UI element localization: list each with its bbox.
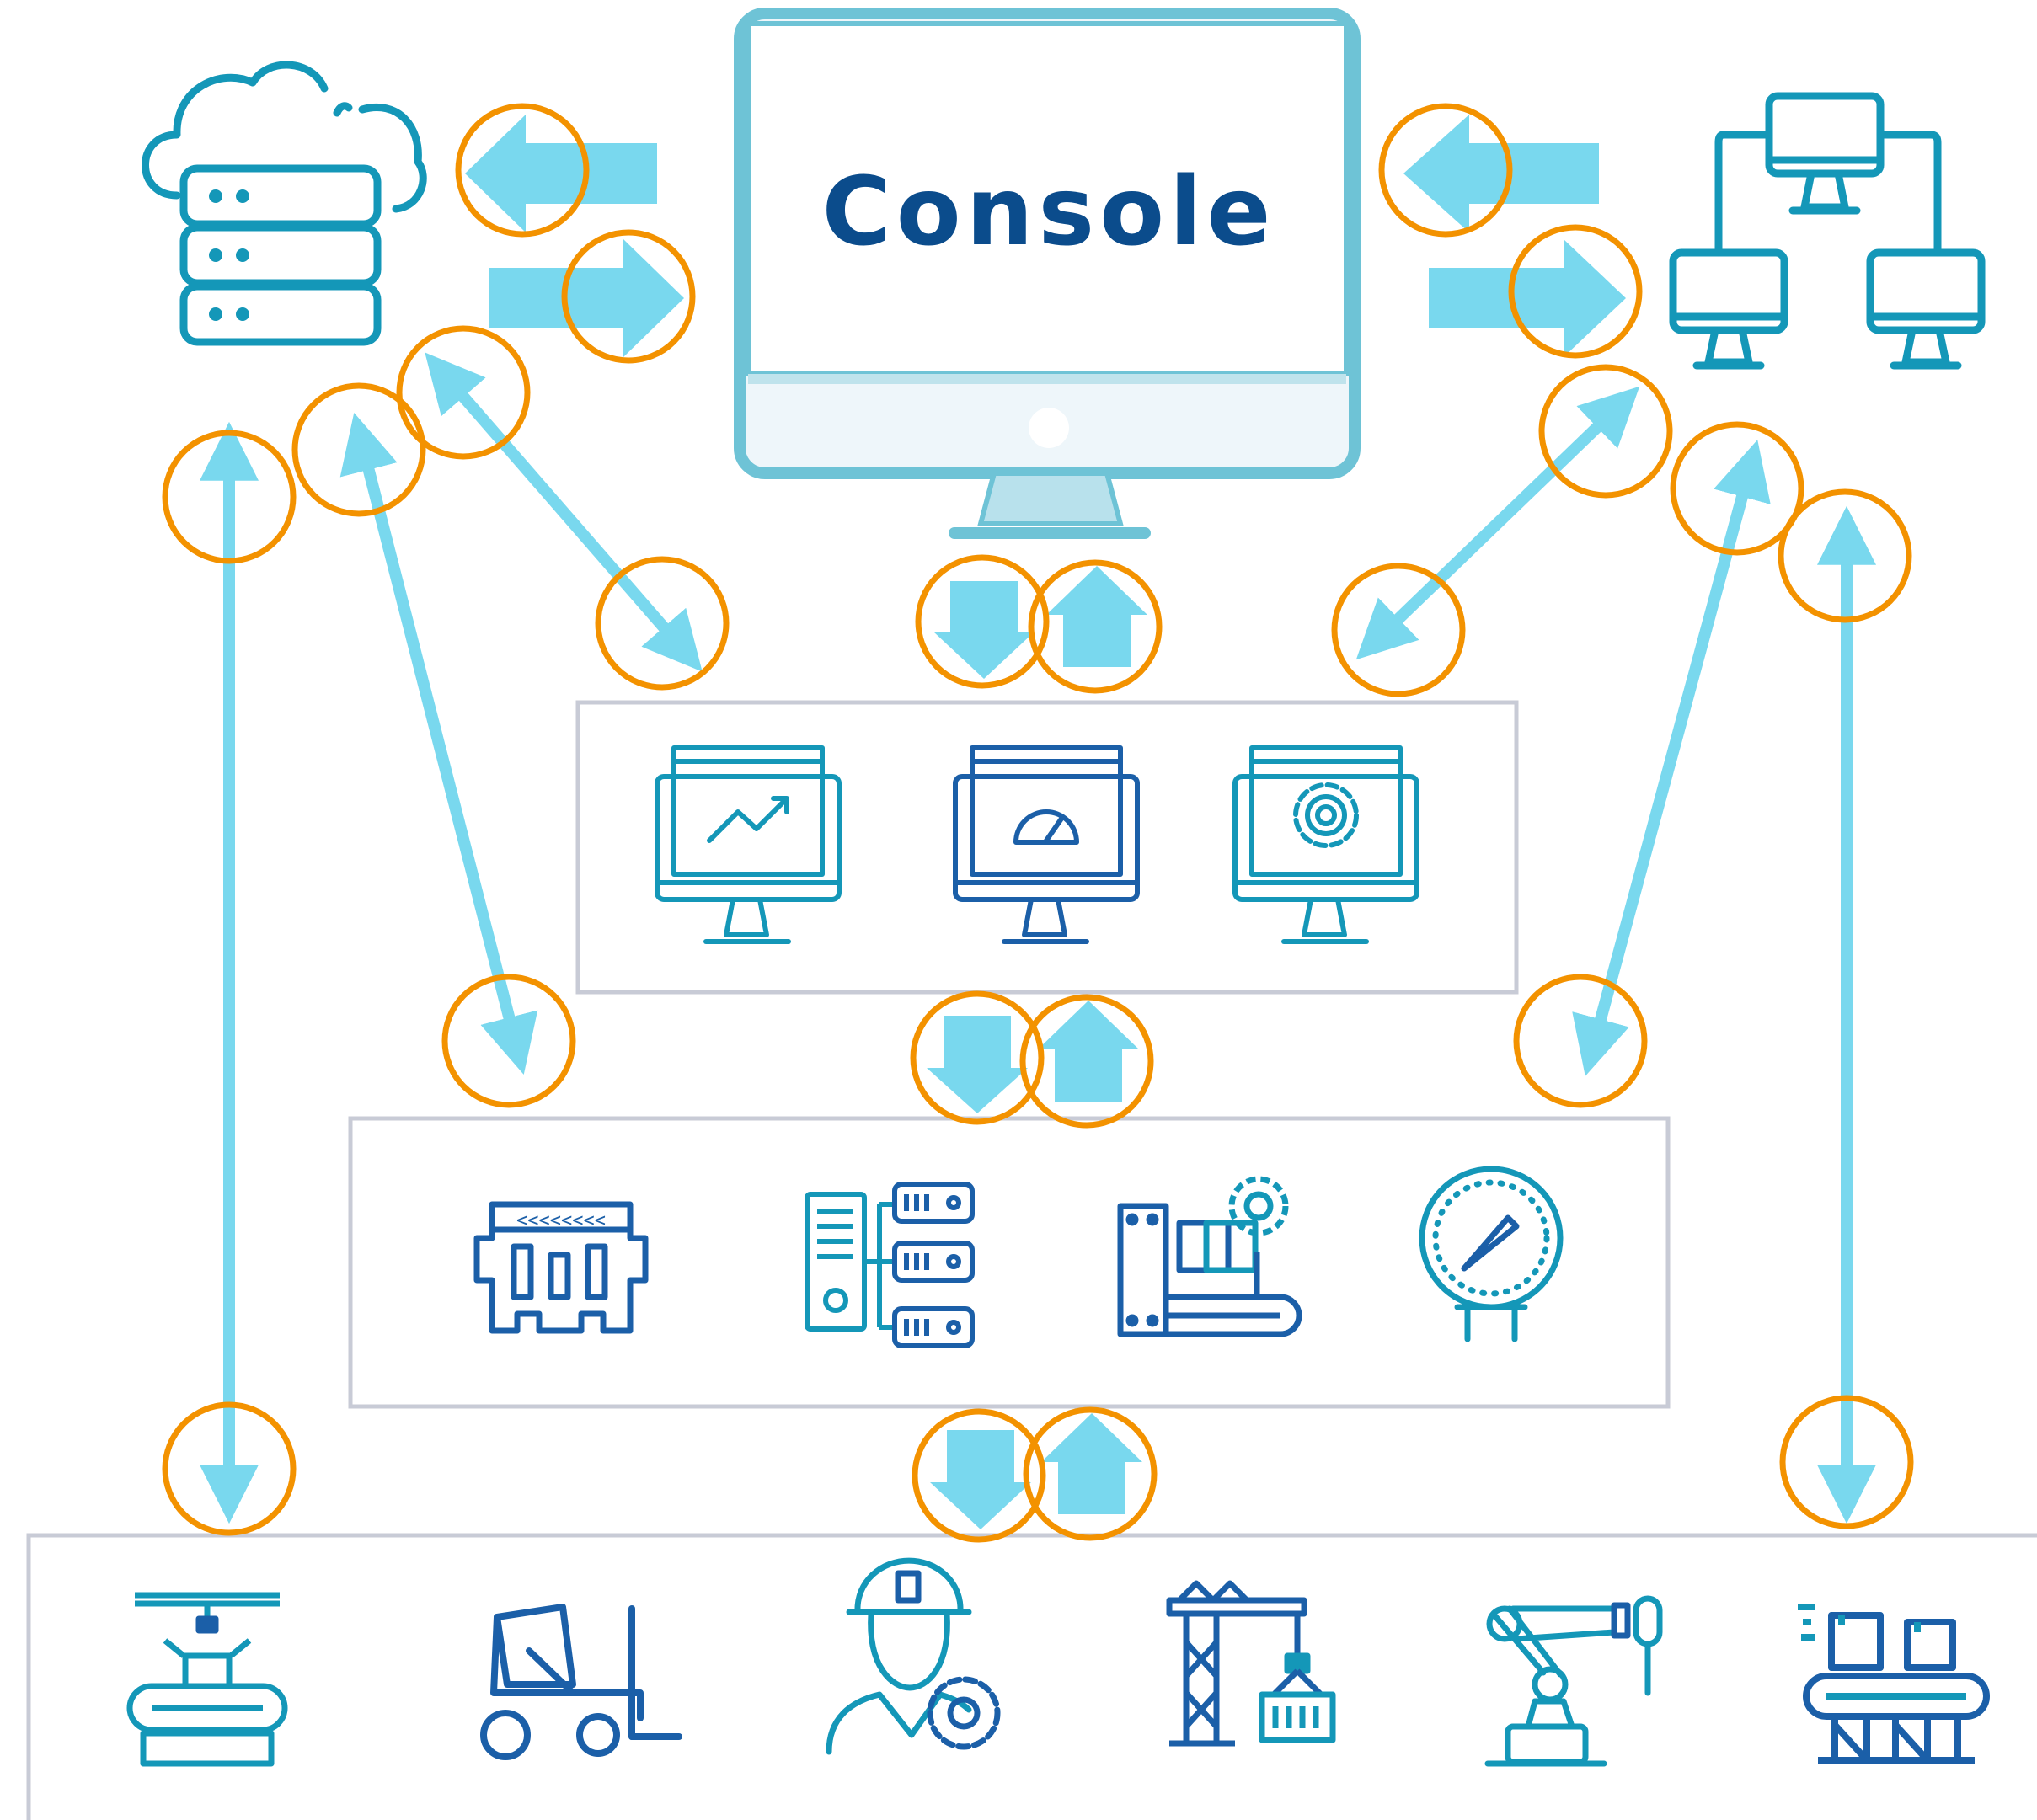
- arrow-network-to-console: [1403, 115, 1599, 232]
- arrow-tier3-up-tier2: [1041, 1413, 1142, 1514]
- highlight-ring: [1028, 559, 1163, 694]
- flow-arrows: [200, 115, 1876, 1524]
- crane-container-icon: [1166, 1580, 1336, 1747]
- dashboard-gauge-monitor-icon: [953, 745, 1140, 944]
- highlight-ring: [595, 556, 730, 691]
- highlight-ring: [1331, 563, 1466, 697]
- arrow-console-down-tier1: [933, 581, 1035, 679]
- highlight-ring: [912, 1408, 1046, 1543]
- highlight-ring: [1538, 364, 1673, 499]
- arrow-console-to-cloud: [465, 115, 657, 232]
- tier2-panel: [348, 1116, 1671, 1409]
- highlight-ring: [561, 229, 696, 364]
- arrow-console-to-network: [1429, 239, 1626, 357]
- packaging-conveyor-icon: [1798, 1604, 1990, 1764]
- arrow-cloud-to-console: [489, 239, 684, 357]
- highlight-ring: [915, 554, 1050, 689]
- arrow-cloud-tier1: [425, 352, 703, 672]
- highlight-ring: [396, 325, 531, 460]
- highlight-ring: [162, 430, 297, 564]
- svg-text:<<<<<<<<: <<<<<<<<: [516, 1210, 606, 1231]
- tier3-panel: [26, 1533, 2037, 1820]
- analytics-monitor-icon: [655, 745, 842, 944]
- network-computers-icon: [1669, 92, 1986, 370]
- arrow-network-tier2: [1572, 440, 1771, 1076]
- console-monitor-icon: Console: [734, 8, 1361, 539]
- highlight-ring: [1023, 1406, 1158, 1541]
- robotic-arm-icon: [1484, 1595, 1663, 1767]
- press-machine-conveyor-icon: [126, 1592, 288, 1767]
- highlight-ring: [1378, 103, 1513, 238]
- arrow-tier1-up-console: [1046, 566, 1147, 667]
- highlight-ring: [910, 990, 1045, 1125]
- console-label: Console: [822, 157, 1276, 267]
- engineer-gear-icon: [826, 1557, 1001, 1755]
- arrow-tier2-up-tier1: [1038, 1001, 1139, 1102]
- highlight-ring: [1779, 1395, 1914, 1529]
- highlight-rings: [162, 103, 1914, 1543]
- conveyor-machine-gear-icon: [1117, 1176, 1302, 1337]
- highlight-ring: [1019, 994, 1154, 1129]
- plc-controller-icon: <<<<<<<<: [473, 1201, 649, 1334]
- highlight-ring: [1508, 224, 1643, 359]
- arrow-tier2-down-tier3: [930, 1430, 1031, 1529]
- highlight-ring: [1513, 974, 1648, 1108]
- highlight-ring: [441, 974, 576, 1108]
- cloud-server-icon: [142, 61, 427, 346]
- arrow-network-tier1: [1355, 386, 1640, 660]
- highlight-ring: [455, 103, 590, 238]
- arrow-tier1-down-tier2: [927, 1016, 1028, 1113]
- pressure-gauge-icon: [1419, 1166, 1564, 1342]
- central-flow-arrows: [927, 566, 1147, 1529]
- highlight-ring: [162, 1401, 297, 1536]
- highlight-ring: [1670, 421, 1804, 556]
- arrow-cloud-tier2: [340, 413, 538, 1075]
- forklift-icon: [480, 1604, 682, 1760]
- settings-monitor-icon: [1232, 745, 1419, 944]
- server-rack-network-icon: [805, 1182, 975, 1348]
- tier1-panel: [575, 700, 1519, 995]
- highlight-ring: [1778, 488, 1912, 623]
- highlight-ring: [291, 382, 426, 517]
